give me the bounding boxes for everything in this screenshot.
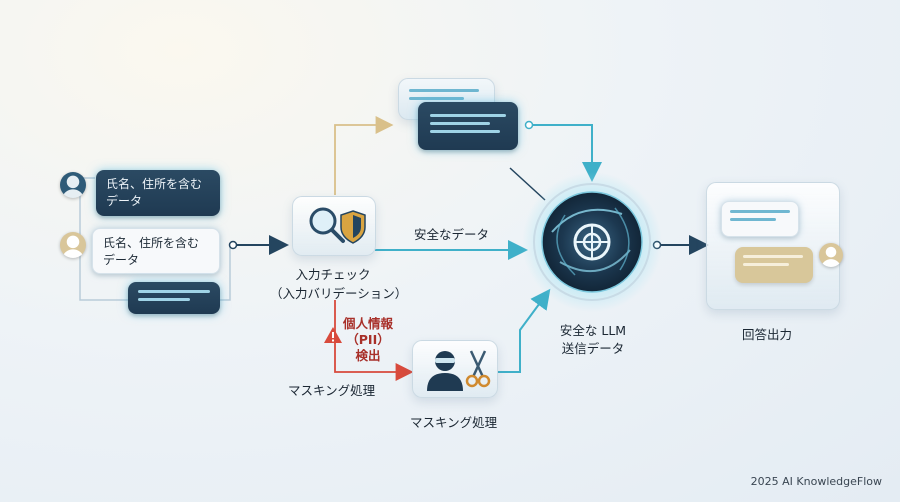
connector-dot — [228, 240, 238, 250]
input-bubble-pii: 氏名、住所を含む データ — [92, 228, 220, 274]
masking-box-label: マスキング処理 — [410, 415, 498, 430]
masked-person-icon — [427, 351, 463, 391]
warning-icon — [324, 327, 342, 343]
input-bubble-lines — [128, 282, 220, 314]
arrow-check-to-top — [334, 116, 394, 195]
safe-chat-bubble-front — [418, 102, 518, 150]
footer-credit: 2025 AI KnowledgeFlow — [750, 475, 882, 488]
chat-icon — [735, 247, 813, 283]
masking-arrow-label: マスキング処理 — [288, 383, 376, 398]
user-avatar-icon — [819, 243, 843, 267]
input-check-label: 入力チェック （入力バリデーション） — [270, 267, 408, 301]
shield-icon — [340, 210, 366, 244]
llm-swirl-icon — [522, 172, 662, 312]
arrow-pii — [334, 300, 414, 381]
input-check-card — [292, 196, 376, 256]
llm-label: 安全な LLM 送信データ — [559, 323, 627, 356]
arrow-top-to-orb — [533, 124, 602, 182]
user-avatar-icon — [60, 232, 86, 258]
user-avatar-icon — [60, 172, 86, 198]
magnifier-icon — [309, 207, 345, 243]
arrow-mask-to-orb — [497, 288, 551, 373]
input-bracket — [79, 177, 231, 301]
safe-data-label: 安全なデータ — [414, 227, 490, 242]
output-card — [706, 182, 843, 310]
chat-icon — [721, 201, 799, 237]
masking-card — [412, 340, 498, 398]
input-bubble-pii: 氏名、住所を含む データ — [96, 170, 220, 216]
connector-dot — [524, 120, 534, 130]
output-label: 回答出力 — [742, 327, 793, 342]
scissors-icon — [465, 350, 491, 388]
line-top-to-orb — [509, 167, 546, 201]
pii-detect-label: 個人情報 （PII） 検出 — [342, 316, 393, 363]
